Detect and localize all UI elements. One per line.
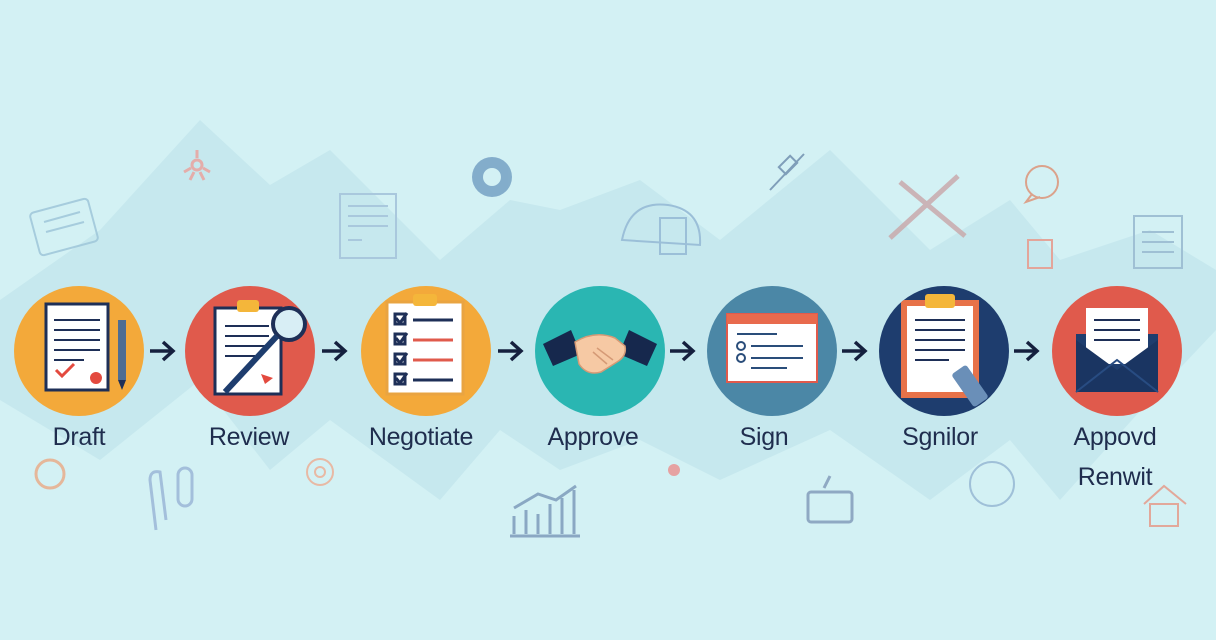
arrow-icon [150, 340, 176, 362]
document-checklist-icon [44, 302, 126, 392]
gear-icon [472, 157, 512, 197]
step-label-renwit: Renwit [1077, 463, 1153, 491]
bar-chart-icon [510, 484, 580, 538]
step-label-draft: Draft [52, 423, 106, 451]
step-label-sign: Sign [739, 423, 789, 451]
house-icon [1143, 484, 1187, 527]
step-label-sgnilor: Sgnilor [902, 423, 978, 451]
paperclip-icon [148, 466, 194, 531]
calendar-small-icon [1027, 239, 1053, 269]
arrow-icon [1014, 340, 1040, 362]
tools-cross-icon [888, 174, 967, 240]
step-label-appovd: Appovd [1073, 423, 1157, 451]
arrow-icon [498, 340, 524, 362]
step-circle-sgnilor [879, 286, 1009, 416]
step-circle-approve [535, 286, 665, 416]
helmet-icon [620, 203, 702, 255]
settings-icon [306, 458, 334, 486]
step-circle-review [185, 286, 315, 416]
notepad-icon [1133, 215, 1183, 269]
arrow-icon [842, 340, 868, 362]
step-circle-appovd [1052, 286, 1182, 416]
flower-icon [183, 150, 211, 181]
document-icon [339, 193, 397, 259]
checklist-clipboard-icon [385, 294, 465, 396]
step-label-negotiate: Negotiate [368, 423, 474, 451]
arrow-icon [322, 340, 348, 362]
tv-icon [806, 475, 854, 524]
step-label-approve: Approve [547, 423, 639, 451]
magnifying-glass-clipboard-icon [213, 300, 307, 396]
ticket-icon [29, 197, 99, 257]
clipboard-pen-icon [901, 294, 988, 407]
dot-marker [668, 464, 680, 476]
arrow-icon [670, 340, 696, 362]
globe-icon [969, 461, 1015, 507]
step-label-review: Review [208, 423, 290, 451]
step-circle-sign [707, 286, 837, 416]
envelope-letter-icon [1075, 308, 1159, 393]
step-circle-negotiate [361, 286, 491, 416]
syringe-icon [769, 153, 805, 191]
badge-icon [34, 458, 66, 490]
browser-window-checklist-icon [726, 313, 818, 383]
step-circle-draft [14, 286, 144, 416]
chat-bubble-icon [1023, 165, 1059, 205]
handshake-icon [543, 330, 657, 374]
